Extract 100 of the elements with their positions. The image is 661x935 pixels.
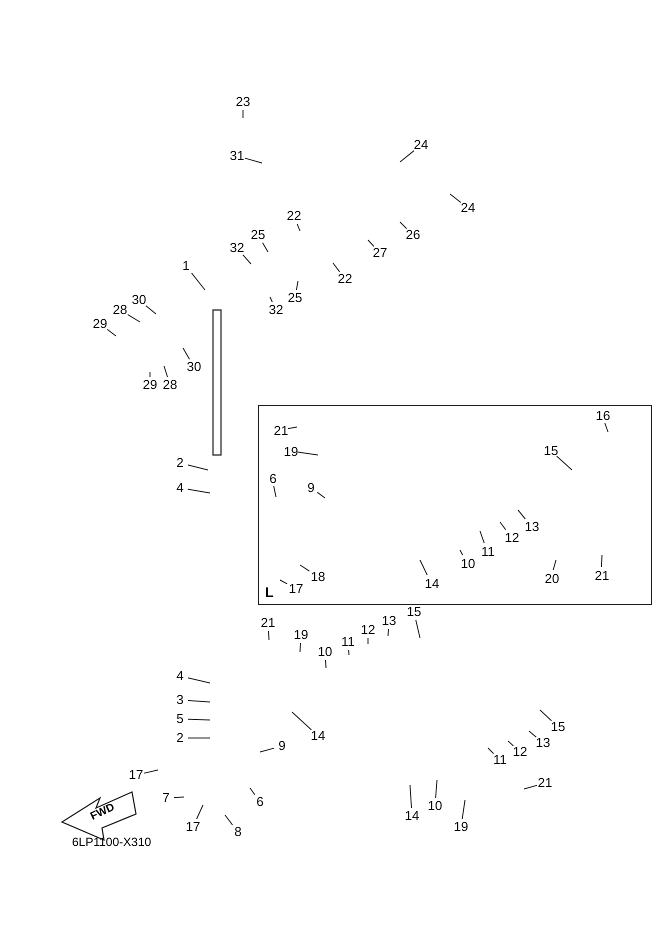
leader-line bbox=[556, 456, 572, 470]
callout-number: 29 bbox=[142, 378, 158, 392]
leader-line bbox=[296, 280, 298, 290]
leader-line bbox=[188, 718, 210, 720]
leader-line bbox=[450, 194, 462, 203]
callout-number: 21 bbox=[274, 424, 288, 438]
callout-number: 7 bbox=[162, 791, 170, 805]
callout-number: 25 bbox=[250, 228, 266, 242]
leader-line bbox=[604, 422, 608, 432]
callout-number: 12 bbox=[504, 531, 520, 545]
callout-number: 20 bbox=[544, 572, 560, 586]
callout-number: 28 bbox=[112, 303, 128, 317]
callout-number: 18 bbox=[310, 570, 326, 584]
leader-line bbox=[188, 677, 210, 684]
leader-line bbox=[288, 426, 298, 430]
callout-number: 15 bbox=[406, 605, 422, 619]
leader-line bbox=[400, 222, 408, 230]
callout-number: 12 bbox=[360, 623, 376, 637]
callout-number: 27 bbox=[372, 246, 388, 260]
leader-line bbox=[508, 740, 514, 746]
inset-frame bbox=[258, 405, 652, 605]
callout-number: 14 bbox=[404, 809, 420, 823]
leader-line bbox=[296, 224, 300, 232]
callout-number: 28 bbox=[162, 378, 178, 392]
leader-line bbox=[462, 800, 466, 820]
drawing-code: 6LP1100-X310 bbox=[72, 835, 152, 849]
callout-number: 12 bbox=[512, 745, 528, 759]
leader-line bbox=[270, 296, 273, 302]
leader-line bbox=[600, 554, 602, 568]
callout-number: 13 bbox=[524, 520, 540, 534]
leader-line bbox=[300, 642, 301, 652]
callout-number: 10 bbox=[460, 557, 476, 571]
leader-line bbox=[332, 262, 340, 272]
callout-number: 32 bbox=[268, 303, 284, 317]
callout-number: 21 bbox=[538, 776, 552, 790]
leader-line bbox=[242, 254, 252, 264]
leader-line bbox=[388, 628, 389, 636]
leader-line bbox=[188, 464, 208, 470]
leader-line bbox=[292, 712, 312, 730]
callout-number: 29 bbox=[92, 317, 108, 331]
leader-line bbox=[524, 784, 538, 790]
leader-line bbox=[400, 150, 414, 162]
callout-number: 14 bbox=[310, 729, 326, 743]
leader-line bbox=[518, 510, 526, 520]
leader-line bbox=[144, 770, 158, 774]
leader-line bbox=[528, 730, 537, 738]
callout-number: 8 bbox=[234, 825, 242, 839]
leader-line bbox=[244, 158, 262, 164]
leader-line bbox=[164, 366, 168, 378]
callout-number: 17 bbox=[288, 582, 304, 596]
callout-number: 14 bbox=[424, 577, 440, 591]
leader-line bbox=[182, 348, 190, 360]
callout-number: 11 bbox=[341, 635, 355, 649]
callout-number: 19 bbox=[454, 820, 468, 834]
callout-number: 3 bbox=[176, 693, 184, 707]
callout-number: 9 bbox=[278, 739, 286, 753]
callout-number: 9 bbox=[307, 481, 315, 495]
leader-line bbox=[188, 700, 210, 702]
callout-number: 30 bbox=[186, 360, 202, 374]
leader-line bbox=[242, 110, 244, 118]
callout-number: 21 bbox=[260, 616, 276, 630]
callout-number: 13 bbox=[536, 736, 550, 750]
callout-number: 19 bbox=[294, 628, 308, 642]
callout-number: 1 bbox=[182, 259, 190, 273]
callout-number: 13 bbox=[382, 614, 396, 628]
leader-line bbox=[262, 242, 268, 252]
callout-number: 10 bbox=[428, 799, 442, 813]
leader-line bbox=[435, 780, 438, 798]
leader-line bbox=[368, 240, 374, 247]
leader-line bbox=[280, 580, 288, 584]
callout-number: 22 bbox=[286, 209, 302, 223]
callout-number: 21 bbox=[594, 569, 610, 583]
leader-line bbox=[260, 748, 274, 752]
callout-number: 30 bbox=[132, 293, 146, 307]
leader-line bbox=[273, 486, 276, 498]
leader-line bbox=[325, 660, 326, 668]
leader-line bbox=[415, 620, 420, 638]
leader-line bbox=[145, 305, 156, 314]
callout-number: 10 bbox=[318, 645, 332, 659]
leader-line bbox=[174, 796, 184, 798]
callout-number: 31 bbox=[230, 149, 244, 163]
leader-line bbox=[316, 492, 326, 498]
leader-line bbox=[460, 550, 464, 556]
callout-number: 19 bbox=[284, 445, 298, 459]
view-letter: L bbox=[265, 584, 274, 600]
callout-number: 11 bbox=[481, 545, 495, 559]
callout-number: 5 bbox=[176, 712, 184, 726]
callout-number: 26 bbox=[406, 228, 420, 242]
leader-line bbox=[348, 650, 350, 656]
leader-line bbox=[224, 814, 233, 826]
leader-line bbox=[420, 560, 428, 576]
leader-line bbox=[480, 530, 485, 544]
callout-number: 4 bbox=[176, 669, 184, 683]
leader-line bbox=[188, 488, 210, 494]
callout-number: 17 bbox=[128, 768, 144, 782]
callout-number: 24 bbox=[414, 138, 428, 152]
leader-line bbox=[127, 314, 140, 322]
leader-line bbox=[540, 710, 552, 722]
callout-number: 16 bbox=[596, 409, 610, 423]
leader-line bbox=[268, 630, 270, 640]
